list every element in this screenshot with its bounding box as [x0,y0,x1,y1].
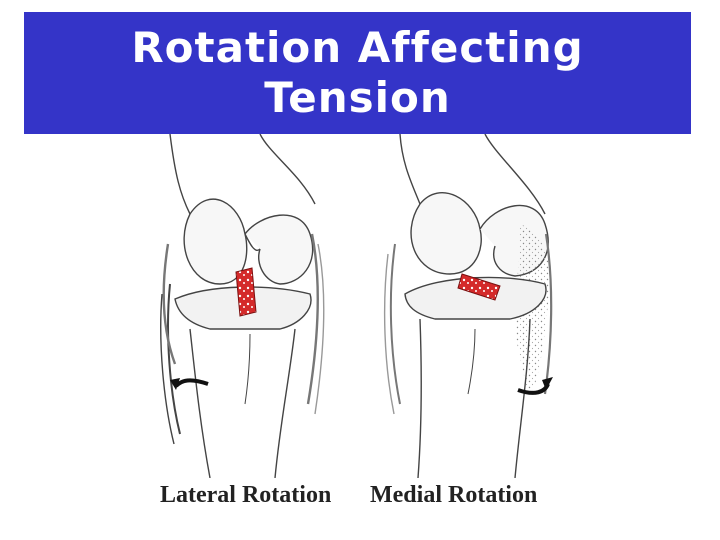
left-ligament [236,268,256,316]
lateral-rotation-arrow-icon [170,378,208,390]
caption-medial-rotation: Medial Rotation [370,482,537,509]
knee-illustrations [150,134,570,478]
right-knee-drawing [385,134,552,478]
title-line-2: Tension [264,73,451,123]
title-banner: Rotation Affecting Tension [24,12,691,134]
title-line-1: Rotation Affecting [131,23,583,73]
caption-lateral-rotation: Lateral Rotation [160,482,331,509]
